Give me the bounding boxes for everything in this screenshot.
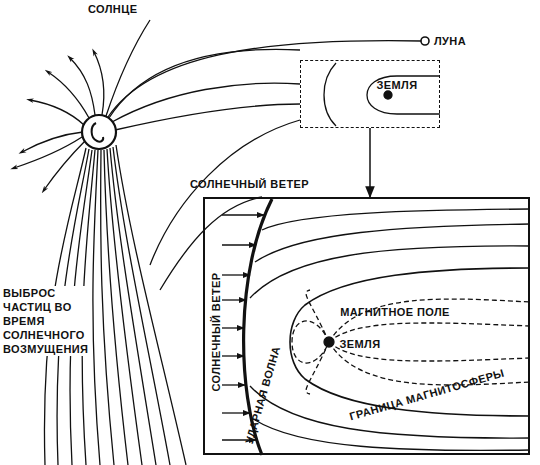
diagram-label: СОЛНЕЧНЫЙ ВЕТЕР xyxy=(190,177,309,191)
node-text: УДАРНАЯ ВОЛНА xyxy=(243,345,283,446)
magnetosphere-inset: СОЛНЕЧНЫЙ ВЕТЕР УДАРНАЯ ВОЛНА МАГНИТНОЕ ПО… xyxy=(203,197,530,455)
diagram-label: СОЛНЦЕ xyxy=(88,2,137,16)
node-text: МАГНИТНОЕ ПОЛЕ xyxy=(340,306,450,319)
moon xyxy=(421,37,429,45)
dashed-inset-frame: ЗЕМЛЯ xyxy=(300,60,440,128)
sun-disc xyxy=(82,115,116,149)
zoom-arrow xyxy=(369,128,371,197)
magnetosphere xyxy=(222,199,530,455)
sun-symbol xyxy=(92,123,104,142)
small-magnetosphere xyxy=(324,63,440,126)
earth xyxy=(324,337,334,347)
node-text: ЗЕМЛЯ xyxy=(339,338,380,351)
node-text: СОЛНЕЧНЫЙ ВЕТЕР xyxy=(210,272,223,391)
diagram-label: ЛУНА xyxy=(434,34,466,48)
node-text: ЗЕМЛЯ xyxy=(376,79,417,92)
node-text: ГРАНИЦА МАГНИТОСФЕРЫ xyxy=(348,367,506,424)
diagram-label: ВЫБРОС ЧАСТИЦ ВО ВРЕМЯ СОЛНЕЧНОГО ВОЗМУЩ… xyxy=(3,286,87,356)
